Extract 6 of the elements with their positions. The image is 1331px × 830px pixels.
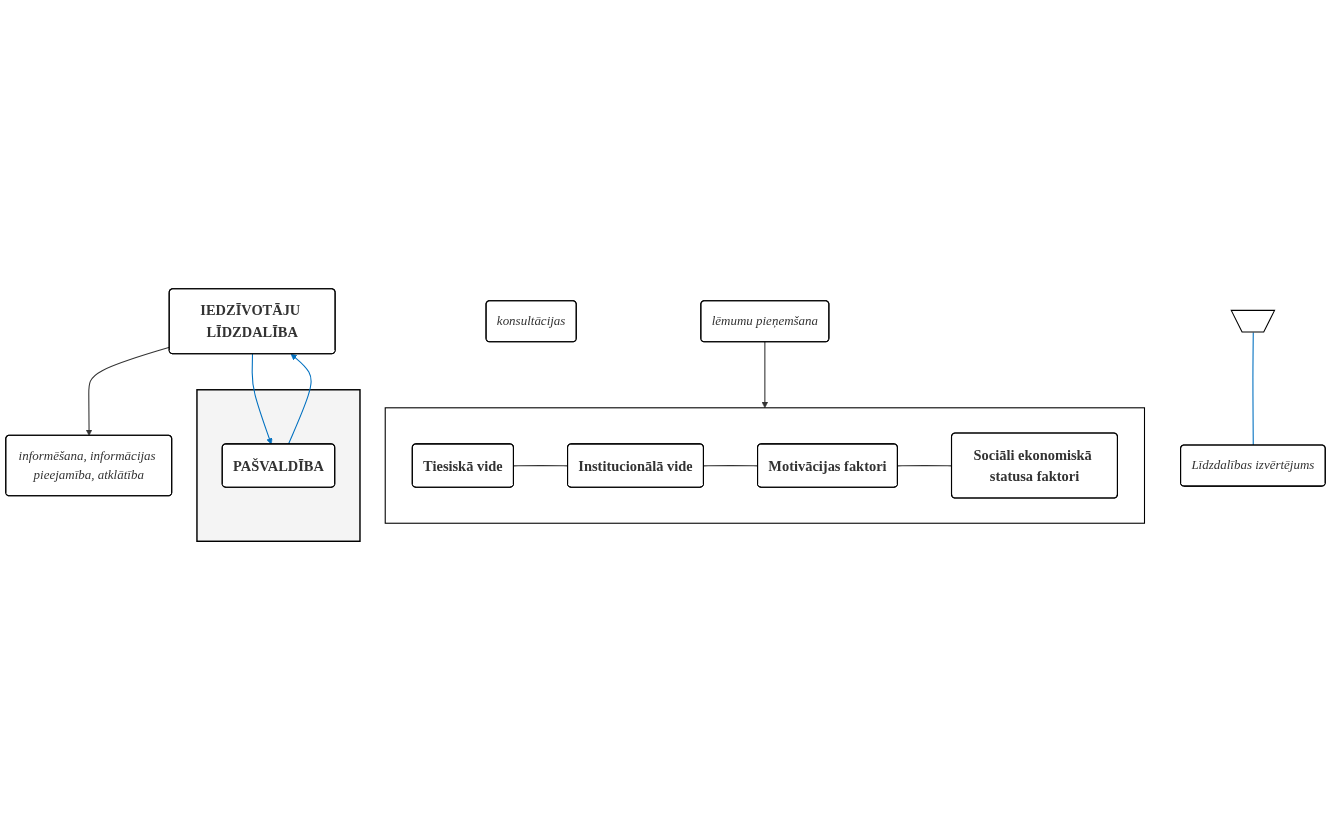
cluster	[384, 407, 1146, 524]
arrow	[287, 353, 312, 445]
node-funnel	[1230, 309, 1276, 333]
arrow	[251, 353, 273, 445]
arrow	[761, 341, 769, 409]
cluster	[196, 389, 361, 542]
